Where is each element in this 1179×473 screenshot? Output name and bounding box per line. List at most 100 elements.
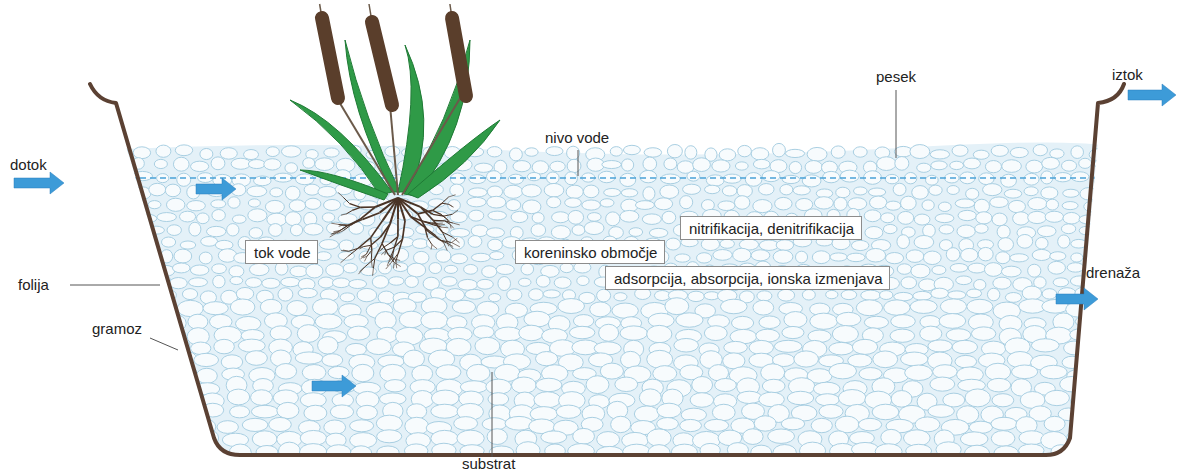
- stone: [706, 175, 724, 186]
- stone: [487, 196, 506, 208]
- stone: [956, 276, 972, 285]
- stone: [508, 174, 523, 184]
- stone: [486, 379, 512, 394]
- stone: [451, 254, 468, 264]
- root: [341, 214, 346, 215]
- stone: [946, 329, 971, 341]
- stone: [93, 405, 120, 418]
- stone: [1067, 263, 1084, 272]
- root: [360, 254, 366, 259]
- stone: [759, 316, 780, 329]
- stone: [998, 238, 1014, 252]
- stone: [487, 429, 507, 445]
- stone: [238, 339, 265, 352]
- stone: [987, 378, 1011, 392]
- root: [441, 214, 445, 217]
- stone: [1004, 189, 1022, 198]
- stone: [248, 209, 267, 222]
- stone: [877, 157, 897, 171]
- stone: [602, 161, 621, 169]
- root: [375, 243, 382, 258]
- root: [331, 223, 338, 224]
- stone: [144, 352, 165, 364]
- stone: [566, 185, 583, 198]
- stone: [535, 352, 557, 366]
- root: [433, 210, 441, 214]
- root: [394, 259, 396, 263]
- stone: [436, 250, 451, 263]
- stone: [604, 188, 621, 196]
- stone: [560, 263, 573, 273]
- stone: [910, 145, 930, 159]
- stone: [426, 237, 445, 250]
- stone: [973, 150, 989, 159]
- stone: [1071, 172, 1089, 182]
- root: [350, 204, 361, 208]
- root: [393, 262, 395, 268]
- stone: [230, 277, 243, 285]
- root: [341, 250, 349, 252]
- stone: [385, 146, 400, 157]
- stone: [518, 278, 531, 286]
- stone: [864, 210, 881, 222]
- stone: [304, 405, 327, 421]
- stone: [947, 186, 959, 195]
- stone: [217, 421, 238, 434]
- text-box: nitrifikacija, denitrifikacija: [680, 216, 862, 240]
- stem: [390, 105, 398, 195]
- root: [386, 262, 392, 269]
- root: [371, 238, 372, 251]
- stone: [660, 185, 679, 198]
- stone: [657, 403, 681, 418]
- stone: [248, 160, 265, 169]
- root: [438, 223, 443, 224]
- stone: [122, 380, 145, 393]
- stone: [781, 418, 804, 430]
- stone: [96, 378, 120, 391]
- root: [343, 250, 349, 251]
- stone: [795, 251, 807, 263]
- stone: [269, 417, 292, 431]
- box-label: koreninsko območje: [524, 244, 656, 262]
- stone: [1054, 173, 1071, 182]
- stone: [550, 161, 565, 171]
- stone: [952, 145, 968, 156]
- stone: [149, 183, 166, 195]
- stone: [802, 290, 815, 300]
- stone: [782, 175, 799, 183]
- stone: [1012, 365, 1038, 379]
- stone: [413, 251, 429, 264]
- stone: [680, 419, 702, 431]
- root: [452, 210, 457, 214]
- stone: [421, 312, 448, 330]
- stone: [1062, 356, 1082, 368]
- stone: [525, 148, 538, 156]
- stone: [471, 253, 490, 261]
- root: [351, 219, 361, 225]
- stone: [315, 314, 342, 329]
- root: [397, 220, 399, 237]
- stone: [920, 326, 942, 341]
- stone: [881, 429, 902, 445]
- root: [396, 253, 399, 261]
- stone: [667, 144, 682, 157]
- stone: [326, 222, 344, 234]
- stone: [811, 418, 832, 432]
- stone: [928, 405, 955, 418]
- stone: [773, 250, 793, 263]
- stone: [200, 148, 213, 159]
- stone: [851, 240, 868, 250]
- root: [432, 223, 438, 224]
- stone: [1022, 286, 1041, 300]
- stone: [1086, 377, 1107, 394]
- stone: [156, 145, 171, 157]
- stone: [975, 224, 988, 233]
- stone: [890, 329, 915, 342]
- stone: [985, 161, 1001, 173]
- stone: [984, 263, 1002, 277]
- stone: [269, 224, 283, 237]
- stone: [950, 161, 964, 169]
- stone: [917, 163, 931, 172]
- stone: [854, 187, 868, 195]
- stone: [774, 340, 802, 352]
